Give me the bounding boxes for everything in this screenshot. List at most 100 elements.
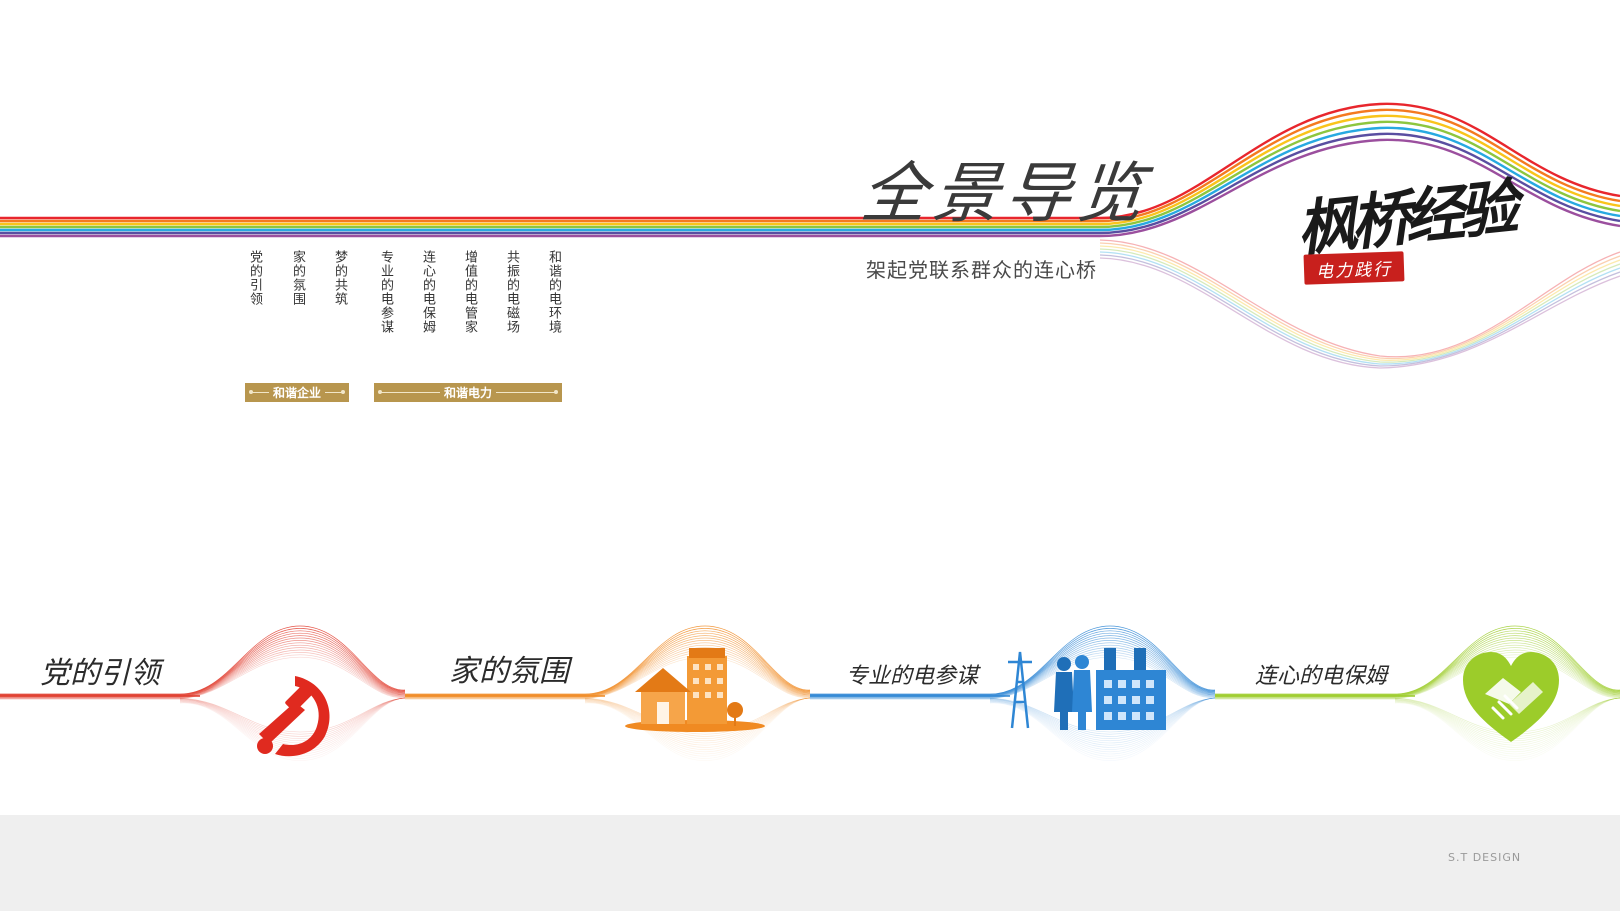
wave-reflection [584,697,810,755]
wave-line [405,642,810,698]
wave-reflection [584,697,810,759]
wave-line [0,647,405,698]
wave-line [810,644,1215,698]
wave-reflection [989,697,1215,750]
panel-party: 党的引领 [0,612,405,812]
wave-line [1215,652,1620,699]
wave-reflection [989,697,1215,761]
wave-line [405,625,810,695]
panel-home-wave [405,625,810,761]
wave-reflection [989,697,1215,739]
wave-reflection [584,697,810,761]
wave-reflection [989,697,1215,733]
ribbon-reflection [1099,242,1620,360]
page-title: 全景导览 [857,155,1154,232]
wave-line [1215,637,1620,697]
wave-reflection [584,697,810,753]
panel-party-wave [0,625,405,761]
wave-reflection [179,697,405,742]
ribbon-band [0,114,1620,226]
wave-reflection [584,697,810,750]
tag-enterprise-label: 和谐企业 [268,384,325,401]
wave-line [1215,632,1620,696]
wave-line [1215,630,1620,696]
column-6: 增值的电管家 [462,250,477,334]
wave-line [0,628,405,695]
wave-line [405,628,810,695]
wave-line [1215,642,1620,698]
wave-reflection [584,697,810,742]
ribbon-reflection [1099,245,1620,361]
column-1: 党的引领 [247,250,262,306]
wave-line [405,632,810,696]
ribbon-reflection [1099,251,1620,365]
wave-reflection [1394,697,1620,750]
tag-power-label: 和谐电力 [439,384,496,401]
wave-reflection [584,697,810,748]
wave-reflection [179,697,405,761]
footer-band [0,815,1620,911]
wave-line [0,649,405,699]
wave-line [810,640,1215,697]
power-plant-icon [1008,648,1166,730]
wave-reflection [1394,697,1620,761]
wave-reflection [179,697,405,757]
wave-reflection [1394,697,1620,742]
wave-line [1215,647,1620,698]
wave-reflection [179,697,405,739]
design-credit: S.T DESIGN [1448,851,1522,864]
wave-line [810,630,1215,696]
panel-care: 连心的电保姆 [1215,612,1620,812]
tag-enterprise: 和谐企业 [245,383,349,402]
panel-home: 家的氛围 [405,612,810,812]
wave-reflection [1394,697,1620,757]
panel-home-title: 家的氛围 [449,654,569,689]
wave-line [405,635,810,696]
wave-line [810,628,1215,695]
wave-line [810,635,1215,696]
wave-reflection [989,697,1215,755]
wave-line [810,647,1215,698]
ribbon-band [0,132,1620,235]
wave-reflection [179,697,405,735]
panel-power: 专业的电参谋 [810,612,1215,812]
wave-reflection [1394,697,1620,755]
wave-line [405,647,810,698]
wave-line [810,632,1215,696]
wave-line [1215,644,1620,698]
wave-reflection [1394,697,1620,748]
panel-care-title: 连心的电保姆 [1255,664,1388,689]
wave-line [0,635,405,696]
ribbon-reflection [1099,254,1620,367]
wave-reflection [1394,697,1620,753]
wave-reflection [989,697,1215,735]
hammer-sickle-icon [257,676,330,757]
wave-reflection [1394,697,1620,759]
brand-seal-stamp: 电力践行 [1303,251,1405,285]
wave-line [1215,640,1620,697]
wave-line [1215,649,1620,699]
ribbon-reflection [1099,248,1620,363]
wave-reflection [179,697,405,733]
wave-reflection [584,697,810,739]
wave-reflection [989,697,1215,737]
heart-handshake-icon [1463,652,1559,742]
wave-reflection [1394,697,1620,746]
column-8: 和谐的电环境 [546,250,561,334]
ribbon-band [0,108,1620,223]
ribbon-band [0,126,1620,232]
wave-line [0,630,405,696]
wave-line [0,625,405,695]
column-7: 共振的电磁场 [504,250,519,334]
wave-reflection [989,697,1215,757]
column-5: 连心的电保姆 [420,250,435,334]
ribbon-reflection [1099,257,1620,369]
ribbon-reflection [1099,239,1620,358]
wave-reflection [989,697,1215,759]
wave-line [810,642,1215,698]
wave-reflection [1394,697,1620,744]
panel-power-title: 专业的电参谋 [846,664,979,689]
wave-reflection [584,697,810,735]
ribbon-band [0,138,1620,238]
